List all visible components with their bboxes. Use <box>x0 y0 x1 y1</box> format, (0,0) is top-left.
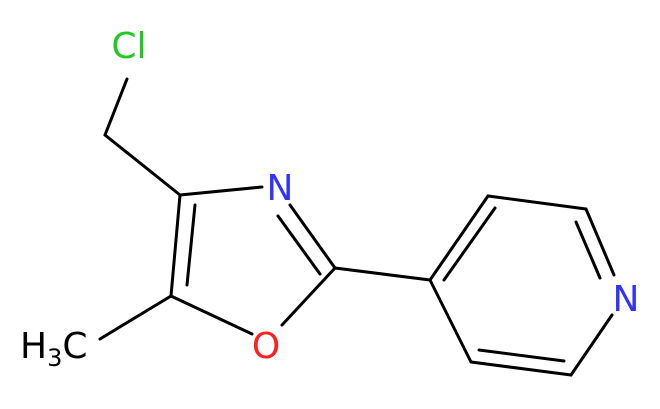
methyl-h: H <box>20 326 47 367</box>
bond-c4-n3 <box>178 185 264 197</box>
bond-n3-c2-second <box>276 214 322 276</box>
bond-py-c2-n <box>584 207 616 277</box>
atom-label-cl: Cl <box>111 26 146 67</box>
bond-py-c6-c5 <box>469 360 573 377</box>
bond-c5-c4 <box>169 193 182 298</box>
bond-o1-c5 <box>169 294 254 336</box>
bond-lines <box>98 77 616 377</box>
bond-c5-c4-second <box>185 203 197 287</box>
bond-py-c3-c2 <box>486 194 588 211</box>
bond-py-c5-c4 <box>428 278 473 364</box>
atom-label-n-pyridine: N <box>613 279 640 320</box>
bond-py-c6-c5-second <box>477 348 566 363</box>
bond-py-c4-c3-second <box>442 206 497 282</box>
methyl-label: H3C <box>20 326 88 372</box>
bond-n3-c2 <box>288 203 337 270</box>
bond-c2-o1 <box>280 266 337 327</box>
bond-c5-methyl <box>98 294 173 341</box>
methyl-c: C <box>62 326 87 367</box>
bond-py-n-c6 <box>569 313 614 377</box>
bond-py-c2-n-second <box>574 220 602 280</box>
bond-py-c4-c3 <box>428 194 490 282</box>
bond-c2-pyridine <box>333 266 432 282</box>
bond-c4-ch2 <box>103 133 182 197</box>
methyl-subscript: 3 <box>47 344 62 372</box>
atom-label-n-oxazole: N <box>267 168 294 209</box>
bond-ch2-cl <box>103 77 129 137</box>
atom-label-o-oxazole: O <box>252 326 280 367</box>
